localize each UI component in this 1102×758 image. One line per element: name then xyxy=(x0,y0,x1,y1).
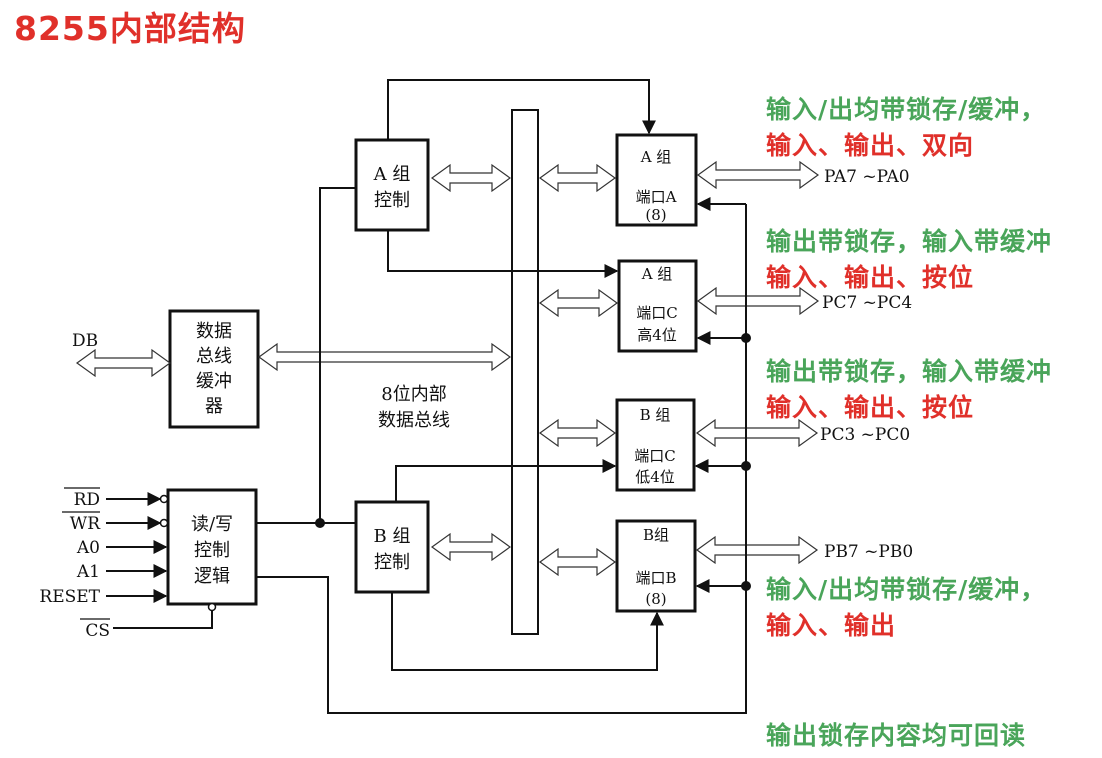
svg-text:A 组: A 组 xyxy=(641,265,673,283)
port-b-mode-note: 输入、输出 xyxy=(766,611,897,640)
group-b-control-block xyxy=(354,500,430,594)
port-c-low-label: B 组 端口C 低4位 xyxy=(634,406,675,486)
pc-high-mode-note: 输入、输出、按位 xyxy=(766,263,975,292)
buffer-to-internal-bus-arrow xyxy=(257,342,512,372)
junction-dot xyxy=(741,581,751,591)
svg-text:端口C: 端口C xyxy=(636,304,677,322)
junction-dot xyxy=(315,518,325,528)
svg-text:低4位: 低4位 xyxy=(635,468,675,486)
port-a-label: A 组 端口A (8) xyxy=(636,148,677,224)
junction-dot xyxy=(741,461,751,471)
rd-label: RD xyxy=(74,490,100,510)
port-a-block xyxy=(615,133,698,227)
readback-note: 输出锁存内容均可回读 xyxy=(766,721,1027,750)
pin-labels: DB RD WR A0 A1 RESET CS PA7 ~PA0 PC7 ~PC… xyxy=(39,167,913,641)
svg-text:B 组: B 组 xyxy=(640,406,671,424)
page-title: 8255内部结构 xyxy=(14,9,246,48)
pa-external-arrow xyxy=(696,160,820,190)
pc-low-external-arrow xyxy=(695,418,819,448)
internal-data-bus-bar xyxy=(511,109,539,635)
svg-text:A 组: A 组 xyxy=(373,164,411,185)
wr-label: WR xyxy=(70,514,101,534)
svg-text:控制: 控制 xyxy=(374,190,410,211)
svg-text:端口A: 端口A xyxy=(636,188,677,206)
a-control-feed-line xyxy=(319,187,356,523)
pc-low-mode-note: 输入、输出、按位 xyxy=(766,393,975,422)
svg-text:端口B: 端口B xyxy=(635,569,676,587)
pc-high-feature-note: 输出带锁存，输入带缓冲 xyxy=(766,227,1053,256)
reset-label: RESET xyxy=(39,587,100,607)
junction-dot xyxy=(741,333,751,343)
b-control-bus-arrow xyxy=(430,532,512,562)
pc-high-label: PC7 ~PC4 xyxy=(822,293,912,313)
port-c-low-block xyxy=(615,398,696,492)
svg-text:数据总线: 数据总线 xyxy=(378,410,450,431)
svg-text:控制: 控制 xyxy=(194,540,230,561)
svg-text:8位内部: 8位内部 xyxy=(381,384,446,405)
db-bus-arrow xyxy=(75,348,172,378)
pb-external-arrow xyxy=(695,535,819,565)
svg-text:读/写: 读/写 xyxy=(191,514,233,535)
pc-low-feature-note: 输出带锁存，输入带缓冲 xyxy=(766,357,1053,386)
cs-label: CS xyxy=(85,621,110,641)
port-c-high-bus-arrow xyxy=(538,288,619,318)
pa-label: PA7 ~PA0 xyxy=(824,167,910,187)
svg-text:器: 器 xyxy=(205,396,223,417)
svg-text:缓冲: 缓冲 xyxy=(196,371,232,392)
b-control-to-port-c-low-line xyxy=(395,459,617,502)
svg-text:B组: B组 xyxy=(643,526,669,544)
pc-low-label: PC3 ~PC0 xyxy=(820,425,910,445)
svg-text:数据: 数据 xyxy=(196,321,232,342)
port-c-high-label: A 组 端口C 高4位 xyxy=(636,265,677,344)
a-control-to-port-c-high-line xyxy=(387,230,619,278)
rw-control-block xyxy=(166,488,258,606)
svg-text:逻辑: 逻辑 xyxy=(194,566,230,587)
port-b-feature-note: 输入/出均带锁存/缓冲， xyxy=(766,575,1047,604)
port-a-feature-note: 输入/出均带锁存/缓冲， xyxy=(766,95,1047,124)
svg-text:(8): (8) xyxy=(645,206,666,224)
svg-text:B 组: B 组 xyxy=(374,526,411,547)
port-b-block xyxy=(615,519,697,613)
group-a-control-block xyxy=(354,138,430,232)
readback-line xyxy=(256,204,747,714)
wr-inversion-bubble xyxy=(159,518,169,528)
svg-text:控制: 控制 xyxy=(374,552,410,573)
port-b-label: B组 端口B (8) xyxy=(635,526,676,608)
group-a-control-label: A 组 控制 xyxy=(373,164,411,211)
group-b-control-label: B 组 控制 xyxy=(374,526,411,573)
data-bus-buffer-block xyxy=(168,309,260,429)
pc-high-external-arrow xyxy=(696,286,820,316)
b-control-to-port-b-line xyxy=(391,592,664,671)
svg-text:高4位: 高4位 xyxy=(637,326,677,344)
db-label: DB xyxy=(72,331,98,351)
internal-bus-label: 8位内部 数据总线 xyxy=(378,384,450,431)
rw-control-label: 读/写 控制 逻辑 xyxy=(191,514,233,587)
pb-label: PB7 ~PB0 xyxy=(824,542,913,562)
cs-inversion-bubble xyxy=(207,602,217,612)
svg-text:A 组: A 组 xyxy=(640,148,672,166)
a-control-to-port-a-line xyxy=(387,79,656,140)
a1-label: A1 xyxy=(76,562,100,582)
svg-text:(8): (8) xyxy=(645,590,666,608)
rd-inversion-bubble xyxy=(159,494,169,504)
a0-label: A0 xyxy=(76,538,100,558)
cs-line xyxy=(113,610,213,629)
svg-text:端口C: 端口C xyxy=(634,447,675,465)
port-a-bus-arrow xyxy=(538,163,617,193)
data-bus-buffer-label: 数据 总线 缓冲 器 xyxy=(196,321,232,417)
port-c-low-bus-arrow xyxy=(538,418,617,448)
a-control-bus-arrow xyxy=(430,163,512,193)
port-c-high-block xyxy=(617,259,698,353)
port-a-mode-note: 输入、输出、双向 xyxy=(766,131,975,160)
svg-text:总线: 总线 xyxy=(196,346,232,367)
port-b-bus-arrow xyxy=(538,547,617,577)
